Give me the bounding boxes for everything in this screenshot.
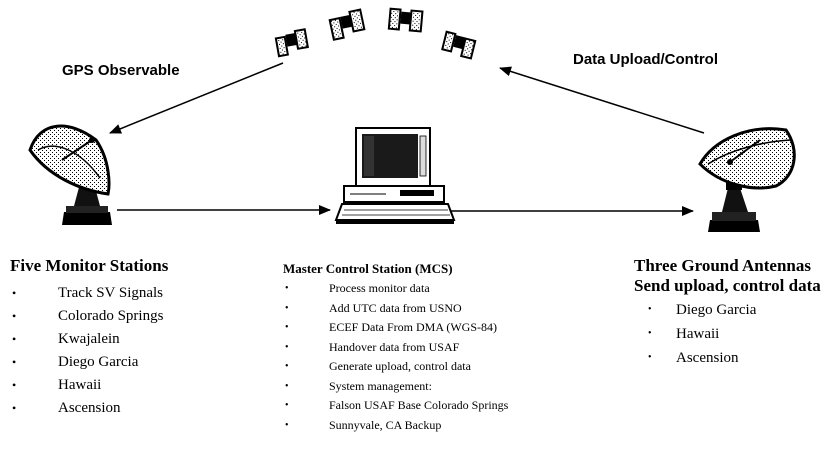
monitor-stations-title: Five Monitor Stations (10, 256, 169, 275)
list-item-label: Generate upload, control data (329, 359, 471, 373)
list-item: • Diego Garcia (10, 351, 168, 374)
list-item-label: Sunnyvale, CA Backup (329, 417, 442, 432)
list-item-label: Ascension (676, 350, 739, 366)
list-item-label: Diego Garcia (676, 302, 757, 318)
bullet-icon: • (12, 401, 17, 415)
signal-arrows (109, 62, 705, 216)
list-item-label: Hawaii (58, 377, 102, 393)
list-item: • ECEF Data From DMA (WGS-84) (283, 318, 508, 338)
bullet-icon: • (285, 341, 289, 353)
list-item: • Diego Garcia (634, 298, 821, 322)
list-item: • Colorado Springs (10, 305, 168, 328)
bullet-icon: • (285, 380, 289, 392)
list-item: • Add UTC data from USNO (283, 299, 508, 319)
list-item-label: ECEF Data From DMA (WGS-84) (329, 320, 497, 334)
list-item-label: Process monitor data (329, 281, 430, 295)
bullet-icon: • (648, 304, 652, 315)
data-upload-control-label: Data Upload/Control (573, 51, 718, 68)
bullet-icon: • (285, 419, 289, 431)
bullet-icon: • (648, 352, 652, 363)
monitor-stations-block: Five Monitor Stations • Track SV Signals … (10, 256, 168, 420)
list-item: • Ascension (634, 346, 821, 370)
list-item-label: Hawaii (676, 326, 720, 342)
list-item-label: Handover data from USAF (329, 339, 460, 354)
monitor-stations-list: • Track SV Signals • Colorado Springs • Kwa… (10, 282, 168, 420)
ground-antennas-title: Three Ground Antennas (634, 256, 811, 275)
bullet-icon: • (12, 309, 17, 323)
computer-workstation-icon (334, 127, 456, 224)
ground-antennas-block: Three Ground Antennas Send upload, contr… (634, 256, 821, 370)
list-item-label: System management: (329, 378, 432, 393)
bullet-icon: • (285, 322, 289, 333)
bullet-icon: • (648, 328, 652, 339)
satellite-icon (441, 30, 477, 60)
data-upload-arrow (499, 66, 705, 134)
satellite-icon (387, 7, 424, 33)
master-control-title: Master Control Station (MCS) (283, 261, 453, 276)
bullet-icon: • (285, 302, 289, 314)
satellite-constellation (274, 7, 477, 60)
ground-antennas-list: • Diego Garcia • Hawaii • Ascension (634, 298, 821, 370)
list-item-label: Falson USAF Base Colorado Springs (329, 398, 509, 412)
master-control-block: Master Control Station (MCS) • Process mo… (283, 261, 508, 435)
list-item-label: Add UTC data from USNO (329, 300, 462, 315)
bullet-icon: • (285, 361, 289, 372)
bullet-icon: • (12, 332, 17, 346)
ground-antennas-subtitle: Send upload, control data (634, 276, 821, 295)
satellite-icon (274, 28, 309, 58)
list-item-label: Track SV Signals (58, 285, 164, 301)
bullet-icon: • (12, 286, 17, 300)
list-item-label: Diego Garcia (58, 354, 139, 370)
gps-observable-label: GPS Observable (62, 62, 180, 79)
bullet-icon: • (285, 400, 289, 411)
list-item: • Hawaii (634, 322, 821, 346)
list-item-label: Ascension (58, 400, 121, 416)
list-item: • Generate upload, control data (283, 357, 508, 377)
list-item: • Sunnyvale, CA Backup (283, 416, 508, 436)
list-item: • Track SV Signals (10, 282, 168, 305)
list-item: • System management: (283, 377, 508, 397)
list-item-label: Kwajalein (58, 331, 120, 347)
list-item: • Process monitor data (283, 279, 508, 299)
bullet-icon: • (12, 355, 17, 369)
gps-observable-arrow (109, 62, 284, 134)
list-item: • Ascension (10, 397, 168, 420)
list-item: • Hawaii (10, 374, 168, 397)
bullet-icon: • (285, 283, 289, 294)
satellite-dish-icon (28, 124, 112, 225)
master-control-list: • Process monitor data • Add UTC data from… (283, 279, 508, 435)
list-item-label: Colorado Springs (58, 308, 164, 324)
bullet-icon: • (12, 378, 17, 392)
list-item: • Handover data from USAF (283, 338, 508, 358)
satellite-dish-icon (698, 127, 796, 232)
list-item: • Kwajalein (10, 328, 168, 351)
list-item: • Falson USAF Base Colorado Springs (283, 396, 508, 416)
satellite-icon (328, 8, 366, 41)
